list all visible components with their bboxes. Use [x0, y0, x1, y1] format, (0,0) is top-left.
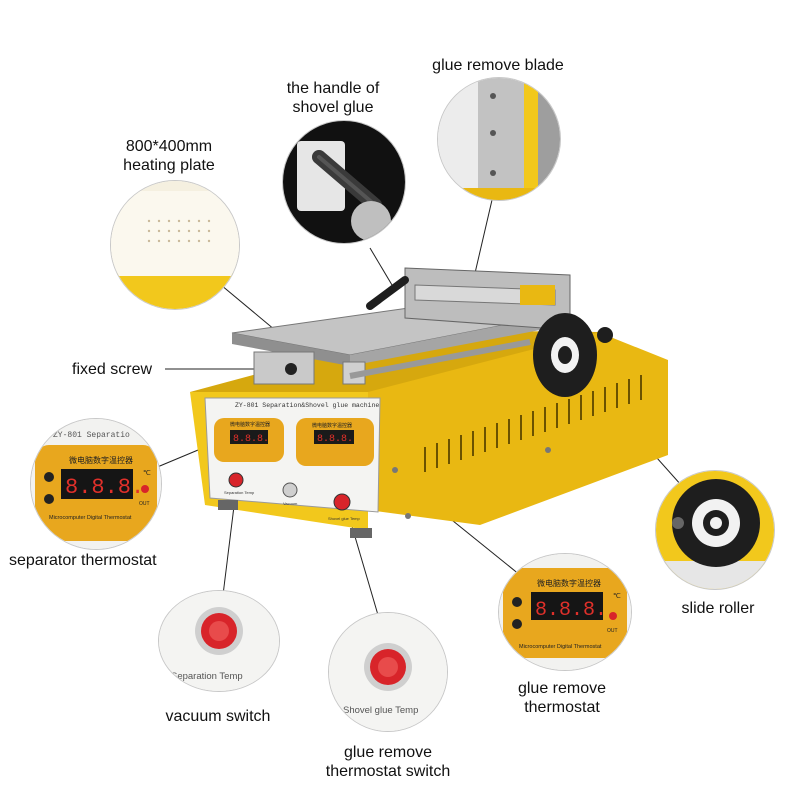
zoom-glue-thermostat: 微电脑数字温控器 ℃ 8.8.8. OUT Microcomputer Digi…: [498, 553, 632, 671]
separator-zoom-digits: 8.8.8.: [65, 475, 144, 500]
svg-text:OUT: OUT: [607, 628, 618, 634]
zoom-blade: [437, 77, 561, 201]
leader-vacuum: [222, 497, 236, 596]
separator-zoom-title: 微电脑数字温控器: [69, 455, 133, 465]
body-screw: [392, 467, 398, 473]
zoom-handle: [282, 120, 406, 244]
leader-handle: [369, 247, 393, 286]
svg-text:℃: ℃: [143, 470, 151, 477]
machine-center-knob: [282, 482, 298, 498]
left-thermostat-display: [230, 430, 268, 444]
svg-text:OUT: OUT: [139, 501, 150, 507]
svg-text:℃: ℃: [613, 593, 621, 600]
label-fixed-screw: fixed screw: [72, 361, 153, 378]
machine-left-switch: [228, 472, 244, 488]
svg-text:微电脑数字温控器: 微电脑数字温控器: [230, 421, 270, 428]
zoom-vacuum-switch: Separation Temp: [158, 590, 280, 692]
label-vacuum-switch: vacuum switch: [165, 708, 271, 725]
svg-text:Microcomputer Digital Thermost: Microcomputer Digital Thermostat: [519, 644, 602, 650]
label-slide-roller: slide roller: [681, 600, 755, 617]
svg-text:ZY-801 Separatio: ZY-801 Separatio: [53, 431, 130, 440]
svg-text:8.8.8.: 8.8.8.: [317, 434, 353, 445]
shovel-handle: [366, 276, 409, 310]
machine-right-switch: [333, 493, 351, 511]
label-separator-thermostat: separator thermostat: [9, 552, 157, 569]
zoom-heating-plate: [110, 180, 240, 310]
svg-text:Microcomputer Digital Thermost: Microcomputer Digital Thermostat: [49, 515, 132, 521]
svg-text:微电脑数字温控器: 微电脑数字温控器: [312, 422, 352, 429]
svg-text:Shovel glue Temp: Shovel glue Temp: [328, 516, 361, 521]
label-handle: the handle of shovel glue: [286, 80, 380, 116]
heating-plate-edge: [232, 333, 350, 366]
glue-zoom-title: 微电脑数字温控器: [537, 578, 601, 588]
separator-zoom-display: [61, 469, 133, 499]
svg-text:8.8.8.: 8.8.8.: [233, 434, 269, 445]
model-text: ZY-801 Separation&Shovel glue machine: [235, 402, 379, 409]
label-glue-thermostat: glue remove thermostat: [517, 680, 607, 716]
label-heating-plate: 800*400mm heating plate: [123, 138, 215, 174]
glue-zoom-display: [531, 592, 603, 620]
machine-body-side: [368, 332, 668, 525]
glue-zoom-digits: 8.8.8.: [535, 599, 607, 622]
label-glue-switch: glue remove thermostat switch: [325, 744, 451, 780]
glue-switch-zoom-caption: Shovel glue Temp: [343, 705, 418, 716]
fixed-screw: [285, 363, 297, 375]
zoom-slide-roller: [655, 470, 775, 590]
right-thermostat-display: [314, 430, 354, 444]
label-blade: glue remove blade: [432, 57, 564, 74]
leader-heating-plate: [214, 279, 276, 331]
zoom-glue-switch: Shovel glue Temp: [328, 612, 448, 732]
zoom-separator-thermostat: ZY-801 Separatio 微电脑数字温控器 ℃ 8.8.8. OUT M…: [30, 418, 162, 550]
svg-text:Vacuum: Vacuum: [283, 501, 298, 506]
vacuum-zoom-caption: Separation Temp: [171, 671, 243, 682]
svg-text:Separation Temp: Separation Temp: [224, 490, 255, 495]
plate-support: [253, 351, 315, 385]
